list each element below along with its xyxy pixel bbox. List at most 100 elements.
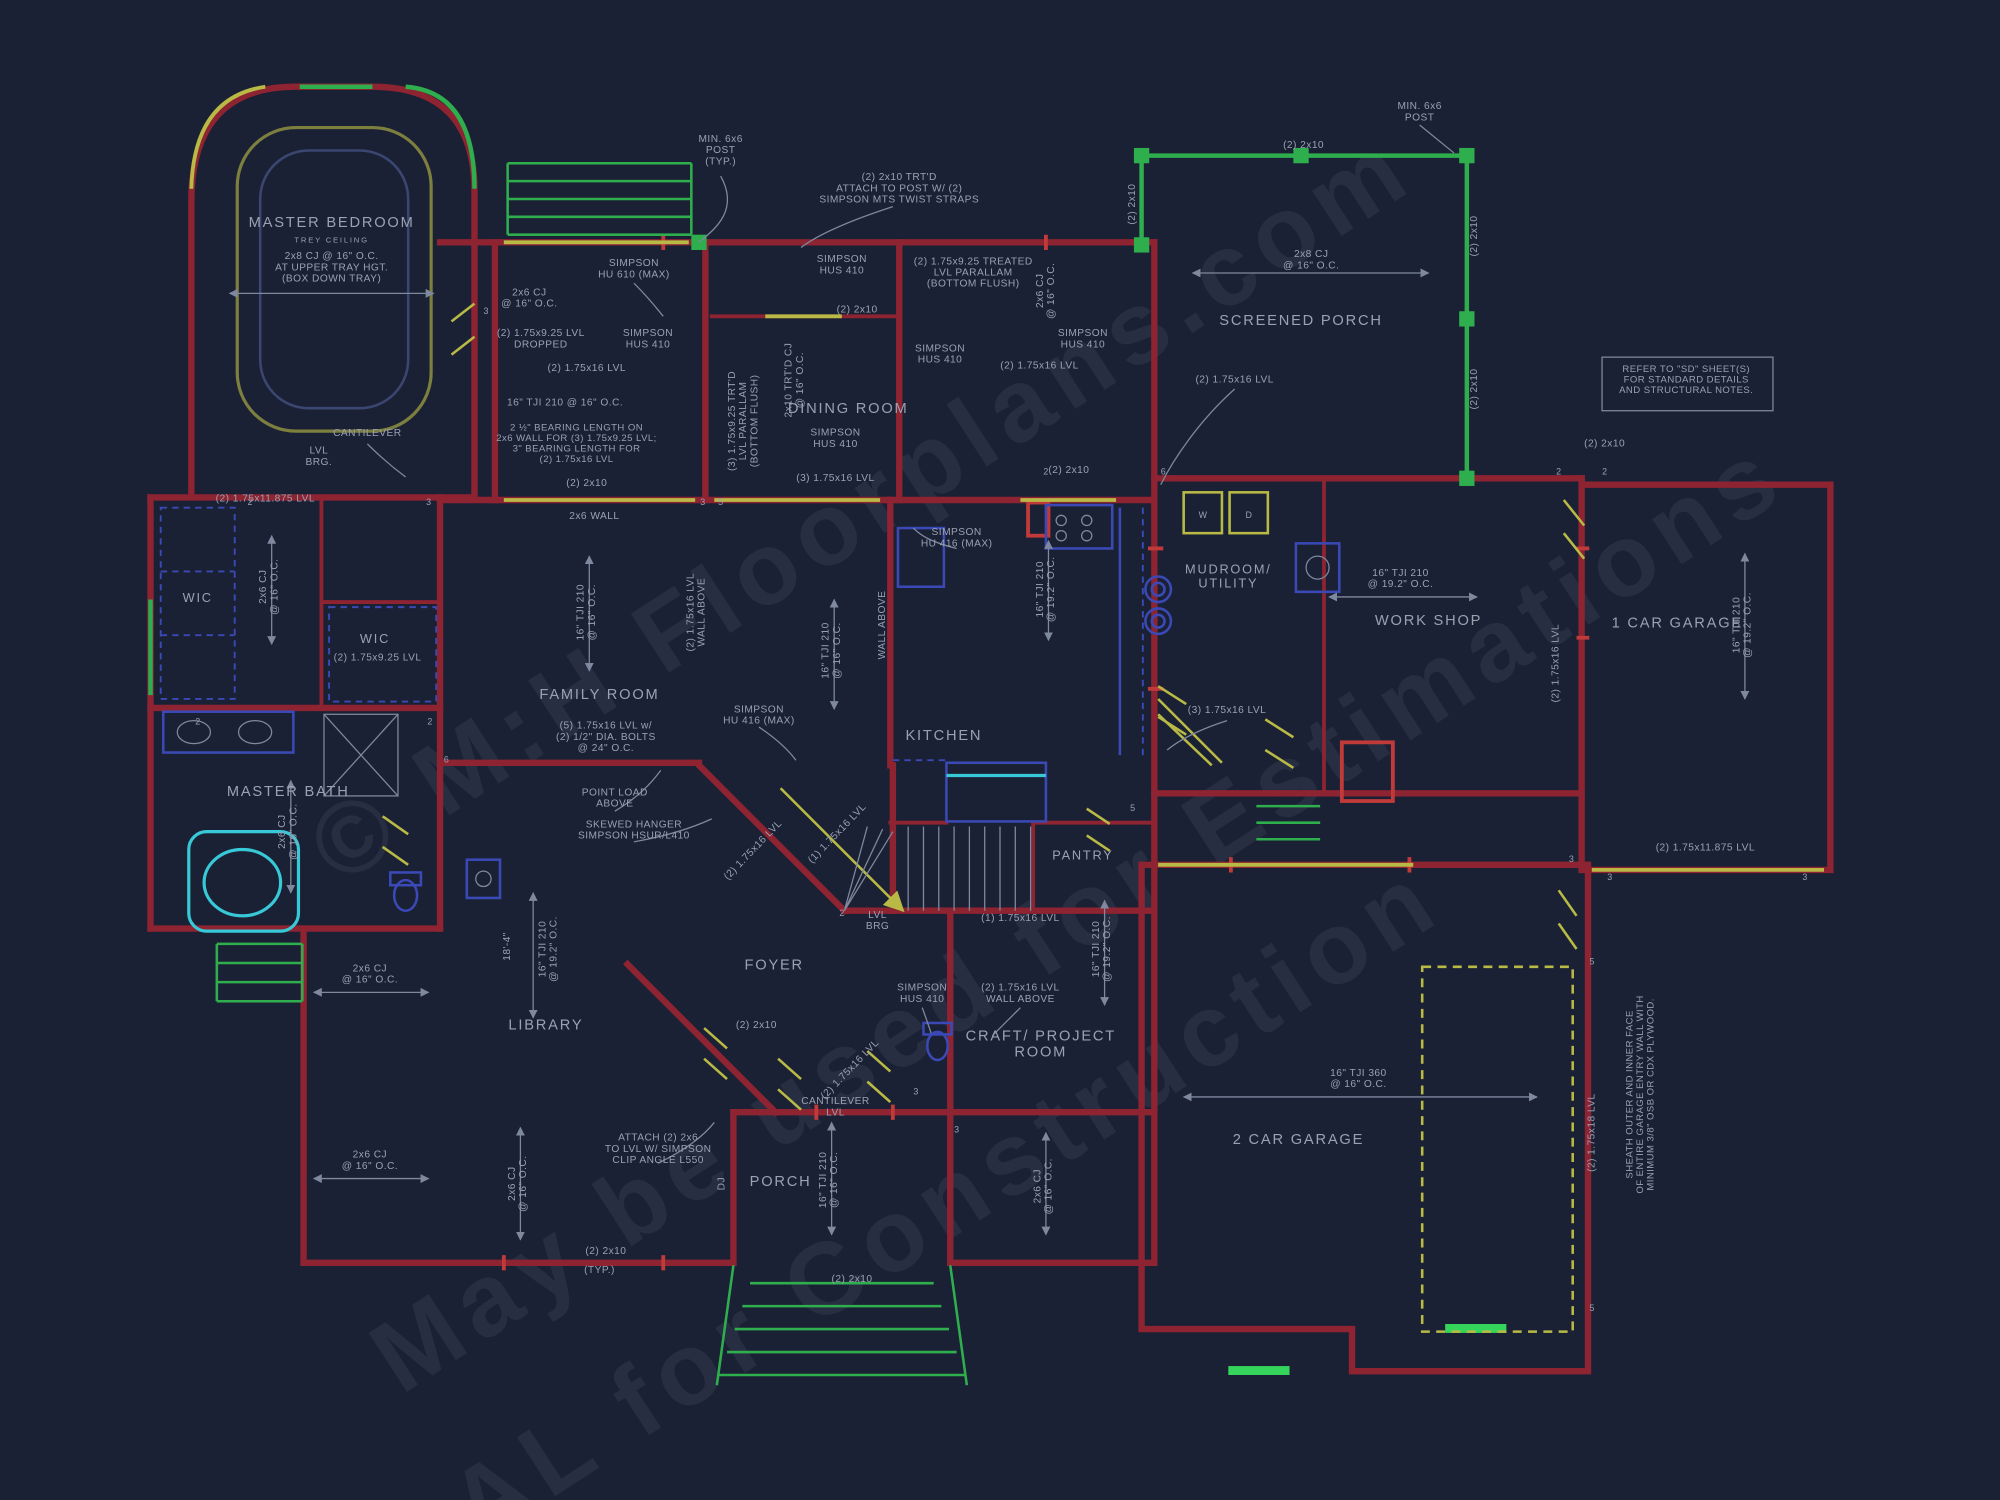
- annotation: (2) 1.75x18 LVL: [1586, 1093, 1597, 1171]
- junction-number: 2: [195, 716, 200, 726]
- annotation: (2) 2x10: [1584, 438, 1625, 449]
- cyan-layer: [187, 773, 1046, 933]
- tray-ceiling: [235, 125, 433, 433]
- annotation: (3) 1.75x9.25 TRT'DLVL PARALLAM(BOTTOM F…: [727, 371, 760, 471]
- annotation: (2) 1.75x16 LVL: [1551, 624, 1562, 702]
- junction-number: 2: [427, 716, 432, 726]
- junction-number: 3: [913, 1086, 918, 1096]
- annotation: 16" TJI 210@ 19.2" O.C.: [1035, 556, 1057, 622]
- door-swing: [1557, 889, 1578, 950]
- junction-number: 5: [1589, 1303, 1594, 1313]
- junction-number: 5: [718, 497, 723, 507]
- annotation: (5) 1.75x16 LVL w/(2) 1/2" DIA. BOLTS@ 2…: [556, 721, 656, 754]
- annotation: (2) 2x10: [566, 478, 607, 489]
- door-swing: [1086, 807, 1111, 852]
- annotation: 16" TJI 210@ 19.2" O.C.: [1368, 568, 1434, 590]
- junction-number: 3: [1607, 872, 1612, 882]
- washer: [1182, 491, 1224, 535]
- junction-number: 2: [1556, 466, 1561, 476]
- garage-stoop: [1339, 740, 1395, 803]
- annotation: 2x6 CJ@ 16" O.C.: [1035, 263, 1057, 319]
- room-label: MUDROOM/UTILITY: [1185, 561, 1272, 590]
- annotation: 16" TJI 210@ 16" O.C.: [576, 584, 598, 640]
- dimension-lines: [228, 124, 1774, 1241]
- room-label: WIC: [360, 631, 390, 646]
- annotation: 2x10 TRT'D CJ@ 16" O.C.: [784, 343, 806, 418]
- junction-number: 2: [248, 497, 253, 507]
- annotation: 2x6 CJ@ 16" O.C.: [342, 1150, 398, 1172]
- room-label: 2 CAR GARAGE: [1233, 1132, 1364, 1148]
- room-label: WIC: [183, 590, 213, 605]
- annotation: (2) 2x10: [832, 1274, 873, 1285]
- room-label: PORCH: [750, 1174, 812, 1190]
- annotation: (3) 1.75x16 LVL: [1188, 705, 1266, 716]
- annotation: (2) 2x10: [1127, 184, 1138, 225]
- annotation: 2x6 CJ@ 16" O.C.: [507, 1155, 529, 1211]
- closet-shelving: [328, 606, 438, 703]
- headers-layer: [189, 84, 1824, 1333]
- annotation: 2x6 CJ@ 16" O.C.: [1032, 1158, 1054, 1214]
- junction-number: 3: [483, 306, 488, 316]
- annotation: (2) 1.75x16 LVL: [722, 818, 784, 882]
- library-cabinet: [465, 858, 502, 900]
- annotation: 2x8 CJ @ 16" O.C.AT UPPER TRAY HGT.(BOX …: [275, 251, 388, 284]
- toilet: [392, 878, 419, 912]
- annotation: (2) 1.75x16 LVL: [1195, 375, 1273, 386]
- annotation: 2x6 CJ@ 16" O.C.: [342, 963, 398, 985]
- garage-door-sill: [1445, 1323, 1507, 1333]
- junction-number: 3: [426, 497, 431, 507]
- room-label: PANTRY: [1052, 848, 1113, 863]
- bath-vanity: [161, 710, 295, 754]
- annotation: (2) 2x10: [736, 1020, 777, 1031]
- junction-number: 3: [700, 497, 705, 507]
- annotation: 16" TJI 360@ 16" O.C.: [1330, 1068, 1386, 1090]
- junction-number: 3: [1569, 854, 1574, 864]
- junction-number: 3: [1802, 872, 1807, 882]
- annotation: (2) 2x10: [837, 305, 878, 316]
- annotation: (2) 1.75x11.875 LVL: [216, 493, 315, 504]
- fixtures-layer: [159, 491, 1341, 1062]
- annotation: (2) 1.75x16 LVL: [1000, 361, 1078, 372]
- annotation: 2x6 CJ@ 16" O.C.: [501, 287, 557, 309]
- kitchen-island: [945, 761, 1048, 823]
- annotation: DJ: [716, 1177, 727, 1190]
- annotation: (2) 2x10: [1469, 369, 1480, 410]
- room-label: FAMILY ROOM: [539, 687, 659, 703]
- annotation: (TYP.): [584, 1265, 615, 1276]
- dryer: [1228, 491, 1270, 535]
- closet-shelving: [159, 506, 236, 700]
- junction-number: D: [1246, 510, 1252, 520]
- room-label: WORK SHOP: [1375, 613, 1482, 629]
- shower: [323, 713, 399, 797]
- annotation: (2) 2x10: [1048, 465, 1089, 476]
- toilet: [926, 1030, 949, 1062]
- junction-number: 2: [1043, 466, 1048, 476]
- stair-arrow: [779, 787, 903, 910]
- annotation: CANTILEVER: [333, 428, 401, 439]
- utility-sink: [1294, 542, 1341, 594]
- annotation: (2) 1.75x11.875 LVL: [1656, 843, 1755, 854]
- annotation: (3) 1.75x16 LVL: [796, 473, 874, 484]
- annotation: 16" TJI 210@ 19.2" O.C.: [1091, 916, 1113, 982]
- annotation: 16" TJI 210@ 19.2" O.C.: [537, 916, 559, 982]
- annotation: (1) 1.75x16 LVL: [981, 913, 1059, 924]
- annotation: 2x6 WALL: [569, 511, 619, 522]
- annotation: 2x6 CJ@ 16" O.C.: [258, 559, 280, 615]
